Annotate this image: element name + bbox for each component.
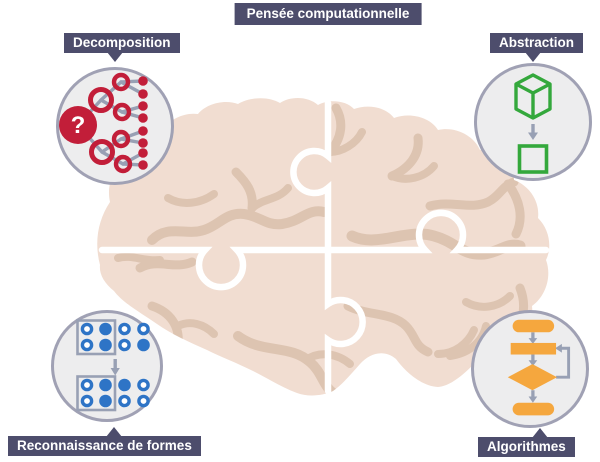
dot-patterns-icon [76, 319, 150, 412]
dot-ring [137, 322, 150, 336]
dot-ring [80, 394, 94, 408]
flowchart-shapes [507, 319, 558, 416]
label-algorithms-pointer [532, 428, 548, 438]
dot-ring [80, 338, 94, 352]
label-abstraction: Abstraction [490, 33, 584, 53]
decomposition-bubble: ? [56, 67, 174, 185]
label-algorithms-text: Algorithmes [487, 439, 566, 454]
puzzle-line-horizontal [98, 209, 550, 291]
abstraction-bubble [474, 63, 592, 181]
dot-ring [118, 394, 131, 408]
root-question-node [59, 106, 97, 144]
down-arrow-icon [528, 124, 538, 140]
label-pattern-recognition-pointer [106, 427, 122, 437]
page-title: Pensée computationnelle [234, 3, 422, 25]
label-decomposition-text: Decomposition [73, 35, 171, 50]
dot-filled [99, 322, 112, 336]
tree-nodes: ? [59, 72, 148, 174]
brain-body [97, 97, 550, 396]
dot-ring [118, 338, 131, 352]
dot-filled [118, 378, 131, 392]
label-abstraction-pointer [525, 52, 541, 62]
dot-ring [80, 378, 94, 392]
cube-to-square-icon [514, 73, 552, 174]
dot-ring [80, 322, 94, 336]
dot-filled [137, 338, 150, 352]
puzzle-line-vertical [290, 99, 366, 395]
flowchart-start [512, 319, 555, 333]
pattern-recognition-bubble [51, 310, 163, 422]
algorithms-bubble [471, 310, 589, 428]
flowchart-process [510, 342, 557, 355]
dot-filled [99, 338, 112, 352]
dot-pattern-after [80, 378, 150, 408]
pattern-frame-bottom [76, 375, 117, 412]
down-arrow-icon [110, 359, 120, 376]
page-title-text: Pensée computationnelle [246, 6, 410, 21]
puzzle-lines [98, 99, 550, 395]
flowchart-icon [507, 319, 571, 416]
label-algorithms: Algorithmes [478, 437, 575, 457]
dot-ring [118, 322, 131, 336]
label-abstraction-text: Abstraction [499, 35, 575, 50]
label-decomposition-pointer [107, 52, 123, 62]
flowchart-end [512, 402, 555, 416]
flowchart-decision [507, 364, 558, 391]
dot-pattern-before [80, 322, 150, 352]
pattern-frame-top [76, 319, 117, 356]
dot-ring [137, 378, 150, 392]
flowchart-arrows [528, 332, 538, 403]
binary-tree-icon: ? [59, 72, 148, 174]
label-pattern-recognition-text: Reconnaissance de formes [17, 438, 192, 453]
question-mark: ? [71, 112, 86, 139]
cube-icon [514, 73, 552, 120]
dot-ring [137, 394, 150, 408]
label-pattern-recognition: Reconnaissance de formes [8, 436, 201, 456]
dot-filled [99, 378, 112, 392]
square-icon [517, 144, 549, 174]
flowchart-loop-line [555, 343, 571, 379]
label-decomposition: Decomposition [64, 33, 180, 53]
dot-filled [99, 394, 112, 408]
